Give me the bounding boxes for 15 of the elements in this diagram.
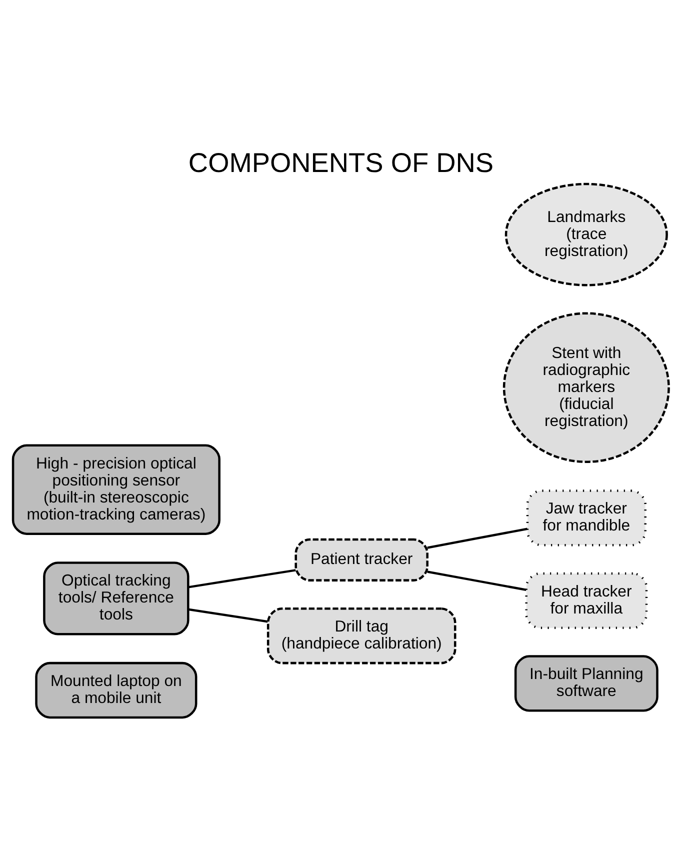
connector — [188, 568, 296, 588]
node-circle: Stent with radiographic markers (fiducial registration) — [502, 312, 670, 462]
node-box: Jaw tracker for mandible — [526, 489, 646, 546]
node-box: Patient tracker — [294, 538, 428, 581]
connector — [188, 608, 268, 622]
node-box: Optical tracking tools/ Reference tools — [43, 561, 190, 635]
node-box: High - precision optical positioning sensor (built-in stereoscopic motion-tracking cameras) — [12, 444, 220, 534]
node-box: In-built Planning software — [514, 654, 658, 712]
node-box: Drill tag (handpiece calibration) — [266, 607, 456, 664]
node-box: Mounted laptop on a mobile unit — [35, 661, 198, 718]
connector — [427, 570, 526, 590]
connector — [427, 527, 528, 548]
diagram-title: COMPONENTS OF DNS — [188, 146, 494, 178]
node-ellipse: Landmarks (trace registration) — [504, 182, 668, 286]
node-box: Head tracker for maxilla — [525, 572, 648, 629]
